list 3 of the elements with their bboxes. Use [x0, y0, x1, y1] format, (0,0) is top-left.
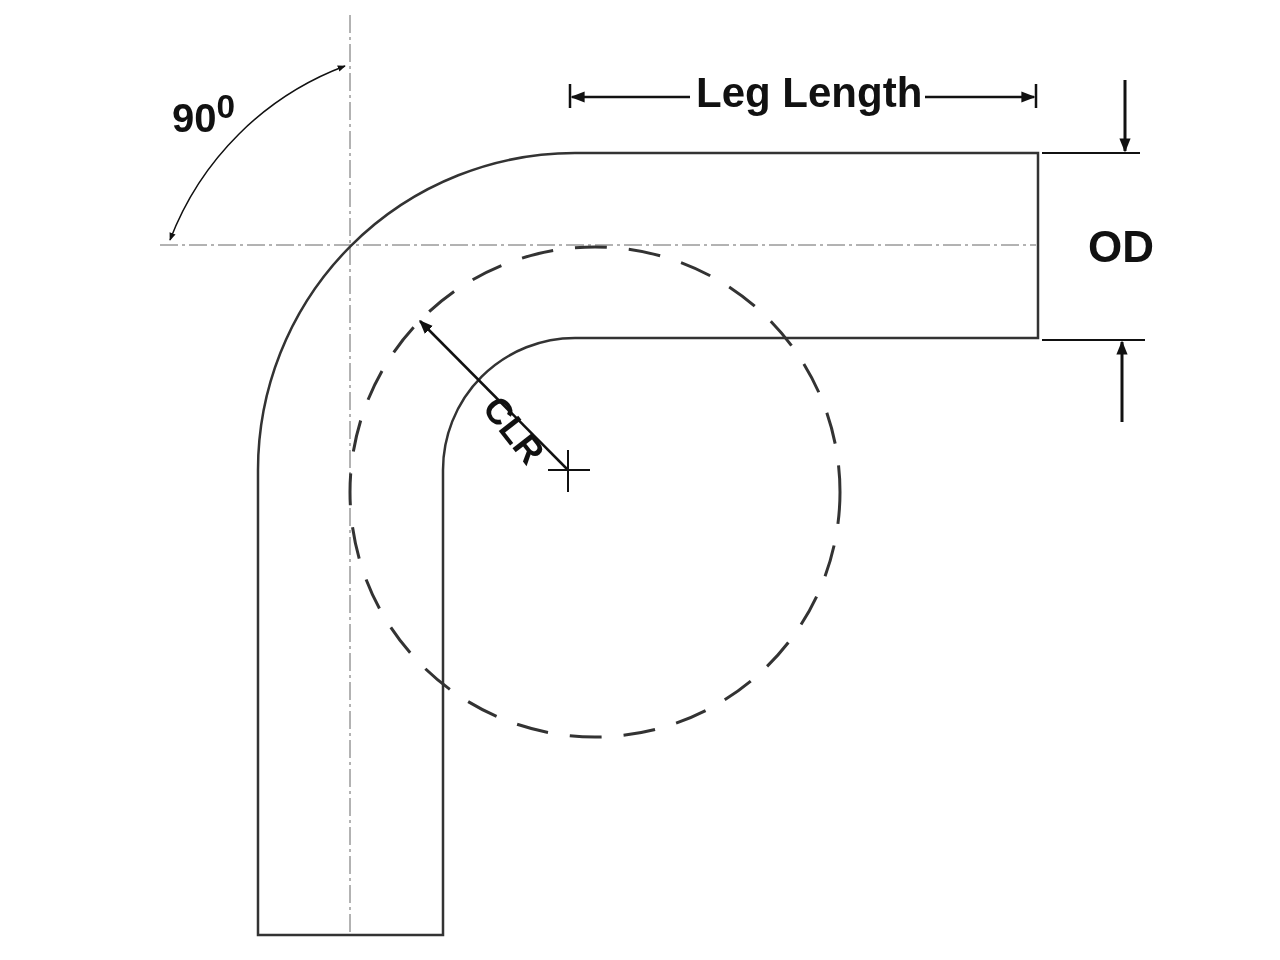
- dimension-label: OD: [1088, 225, 1154, 269]
- angle-label: 90$^{0}$: [172, 90, 236, 139]
- dimension-label: Leg Length: [696, 72, 923, 114]
